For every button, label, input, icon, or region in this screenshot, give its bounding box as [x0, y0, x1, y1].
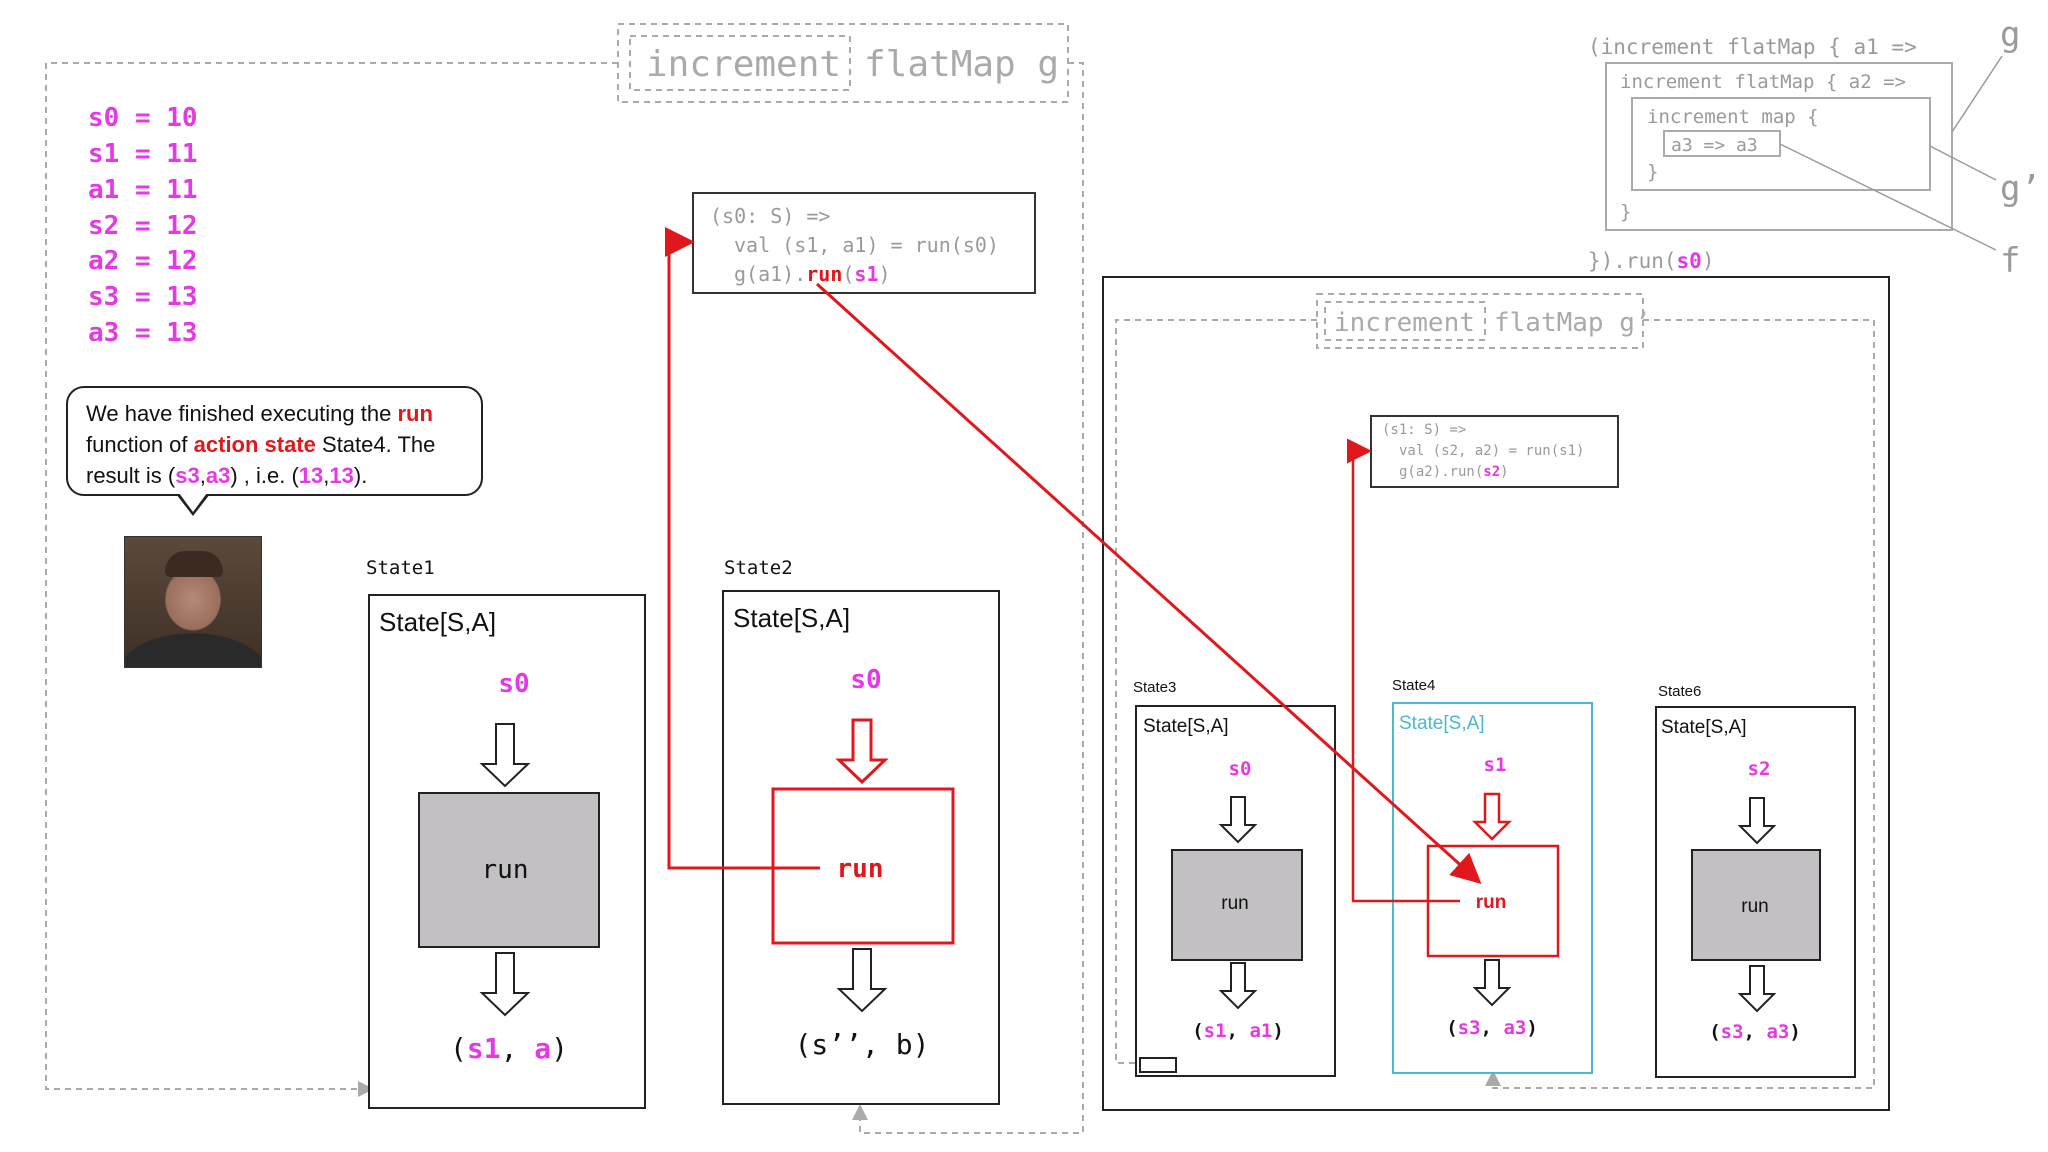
red-arrow-diagonal: [815, 282, 1482, 885]
state4-output: (s3, a3): [1446, 1017, 1538, 1039]
top-right-code: (increment flatMap { a1 => increment fla…: [1588, 15, 2041, 281]
state3-type: State[S,A]: [1143, 716, 1229, 737]
outer-code-line1: (s0: S) =>: [710, 204, 830, 228]
variable-a1: a1 = 11: [88, 175, 198, 205]
top-right-line2: increment flatMap { a2 =>: [1620, 71, 1906, 93]
variable-s1: s1 = 11: [88, 139, 198, 169]
state1-run-label: run: [482, 855, 529, 885]
state6-arrow-out-icon: [1737, 965, 1777, 1013]
top-right-line7: }).run(s0): [1588, 249, 1714, 273]
speech-bubble-tail-inner: [179, 493, 207, 512]
red-arrow-to-inner-code: [1347, 438, 1460, 903]
presenter-avatar: [124, 536, 262, 668]
state4-run-label: run: [1476, 892, 1507, 913]
inner-flatmap-frame-right: [1485, 319, 1875, 1089]
variable-s3: s3 = 13: [88, 282, 198, 312]
top-right-box-mid: [1631, 97, 1931, 191]
inner-code-line2: val (s2, a2) = run(s1): [1399, 443, 1584, 459]
inner-flatmap-outer-box: [1102, 276, 1890, 1111]
outer-label-increment: increment: [646, 44, 841, 85]
state4-arrow-out-icon: [1472, 959, 1512, 1007]
state2-name: State2: [724, 557, 793, 579]
red-arrow-to-code: [665, 227, 820, 870]
inner-code-box: [1370, 415, 1619, 488]
top-right-line1: (increment flatMap { a1 =>: [1588, 35, 1917, 59]
state2-type: State[S,A]: [733, 603, 850, 633]
state1-arrow-out-icon: [479, 952, 531, 1017]
state2-run-label: run: [837, 854, 884, 884]
state3-arrow-in-icon: [1218, 796, 1258, 844]
state2-output: (s’’, b): [795, 1028, 930, 1061]
state3-name: State3: [1133, 679, 1176, 696]
state1-output: (s1, a): [450, 1032, 568, 1065]
outer-flatmap-frame: [45, 62, 618, 1097]
outer-label-increment-box: [629, 35, 851, 91]
state2-arrow-in-icon: [835, 718, 889, 785]
state1-run-box: [418, 792, 600, 948]
inner-label-increment-box: [1324, 301, 1486, 341]
top-right-label-g: g: [2000, 15, 2020, 55]
variable-s0: s0 = 10: [88, 103, 198, 133]
top-right-line5: }: [1647, 161, 1658, 183]
top-right-label-f: f: [2000, 241, 2020, 281]
top-right-line6: }: [1620, 201, 1631, 223]
state6-run-label: run: [1741, 896, 1768, 917]
variable-a2: a2 = 12: [88, 246, 198, 276]
state3-run-label: run: [1221, 893, 1248, 914]
state4-type: State[S,A]: [1399, 713, 1485, 734]
state6-arrow-in-icon: [1737, 797, 1777, 845]
inner-code-line3: g(a2).run(s2): [1399, 464, 1509, 480]
outer-label-flatmap: flatMap g: [864, 44, 1059, 85]
outer-code-box: [692, 192, 1036, 294]
avatar-hair: [165, 551, 223, 577]
state6-output: (s3, a3): [1709, 1021, 1801, 1043]
variable-a3: a3 = 13: [88, 318, 198, 348]
pointer-g-prime: [1929, 145, 1997, 181]
inner-label-flatmap: flatMap g’: [1494, 308, 1651, 338]
pointer-g: [1951, 55, 2003, 133]
pointer-f: [1779, 143, 1997, 251]
variables-list: s0 = 10 s1 = 11 a1 = 11 s2 = 12 a2 = 12 …: [88, 103, 198, 348]
top-right-line4: a3 => a3: [1671, 135, 1758, 156]
state3-small-box: [1139, 1057, 1177, 1073]
state3-arrow-out-icon: [1218, 962, 1258, 1010]
state1-arrow-in-icon: [479, 723, 531, 788]
inner-code-line1: (s1: S) =>: [1382, 422, 1466, 438]
state1-name: State1: [366, 557, 435, 579]
state2-input: s0: [850, 665, 881, 695]
state4-arrow-in-icon: [1471, 792, 1513, 841]
top-right-label-g-prime: g’: [2000, 169, 2041, 209]
state6-name: State6: [1658, 683, 1701, 700]
variable-s2: s2 = 12: [88, 211, 198, 241]
state3-run-box: [1171, 849, 1303, 961]
top-right-line3: increment map {: [1647, 106, 1819, 128]
outer-code-line2: val (s1, a1) = run(s0): [734, 233, 999, 257]
state1-input: s0: [498, 669, 529, 699]
state4-input: s1: [1484, 754, 1507, 776]
state2-arrow-out-icon: [836, 948, 888, 1013]
state3-input: s0: [1229, 758, 1252, 780]
top-right-box-inner: [1663, 130, 1781, 157]
inner-flatmap-frame: [1115, 319, 1317, 1064]
state6-run-box: [1691, 849, 1821, 961]
state3-output: (s1, a1): [1192, 1020, 1284, 1042]
state6-input: s2: [1748, 758, 1771, 780]
outer-code-line3: g(a1).run(s1): [734, 262, 891, 286]
state6-type: State[S,A]: [1661, 717, 1747, 738]
state1-type: State[S,A]: [379, 607, 496, 637]
inner-label-increment: increment: [1334, 308, 1475, 338]
top-right-box-outer: [1605, 62, 1953, 231]
state4-name: State4: [1392, 677, 1435, 694]
state2-run-box: [771, 787, 955, 945]
